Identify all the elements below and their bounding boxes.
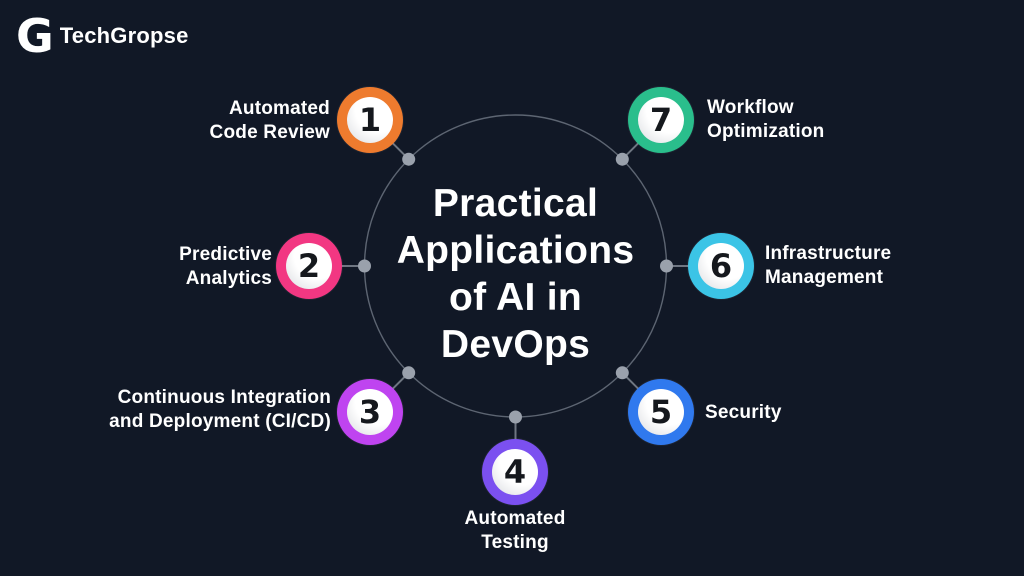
step-label-3: Continuous Integration and Deployment (C… (109, 387, 331, 432)
step-label-5: Security (705, 402, 782, 423)
step-number-4: 4 (503, 453, 527, 491)
step-label-6: Infrastructure Management (765, 243, 892, 288)
step-label-1: Automated Code Review (209, 98, 330, 143)
step-circle-3: 3 (337, 379, 403, 445)
step-number-2: 2 (297, 247, 321, 285)
connector-dot-4 (509, 410, 522, 424)
step-circle-5-inner: 5 (638, 389, 684, 435)
step-number-1: 1 (358, 101, 382, 139)
step-circle-1: 1 (337, 87, 403, 153)
step-circle-4-inner: 4 (492, 449, 538, 495)
step-circle-3-inner: 3 (347, 389, 393, 435)
step-label-2: Predictive Analytics (179, 244, 272, 289)
step-circle-2: 2 (276, 233, 342, 299)
step-circle-5: 5 (628, 379, 694, 445)
page-title: Practical Applications of AI in DevOps (396, 182, 635, 366)
step-number-7: 7 (649, 101, 673, 139)
brand-name: TechGropse (59, 23, 189, 48)
connector-dot-7 (615, 152, 629, 166)
step-number-5: 5 (649, 393, 673, 431)
step-circle-1-inner: 1 (347, 97, 393, 143)
step-number-6: 6 (709, 247, 733, 285)
step-number-3: 3 (358, 393, 382, 431)
techgropse-logo: G TechGropse (16, 12, 189, 60)
step-circle-6-inner: 6 (698, 243, 744, 289)
step-circle-7-inner: 7 (638, 97, 684, 143)
step-circle-2-inner: 2 (286, 243, 332, 289)
connector-dot-5 (615, 366, 629, 380)
connector-dot-1 (402, 152, 416, 166)
step-circle-4: 4 (482, 439, 548, 505)
techgropse-logo-icon: G (16, 9, 54, 63)
step-circle-6: 6 (688, 233, 754, 299)
step-label-4: Automated Testing (464, 508, 566, 553)
connector-dot-3 (402, 366, 416, 380)
connector-dot-2 (358, 259, 371, 273)
step-circle-7: 7 (628, 87, 694, 153)
connector-dot-6 (660, 259, 673, 273)
step-label-7: Workflow Optimization (707, 97, 825, 142)
